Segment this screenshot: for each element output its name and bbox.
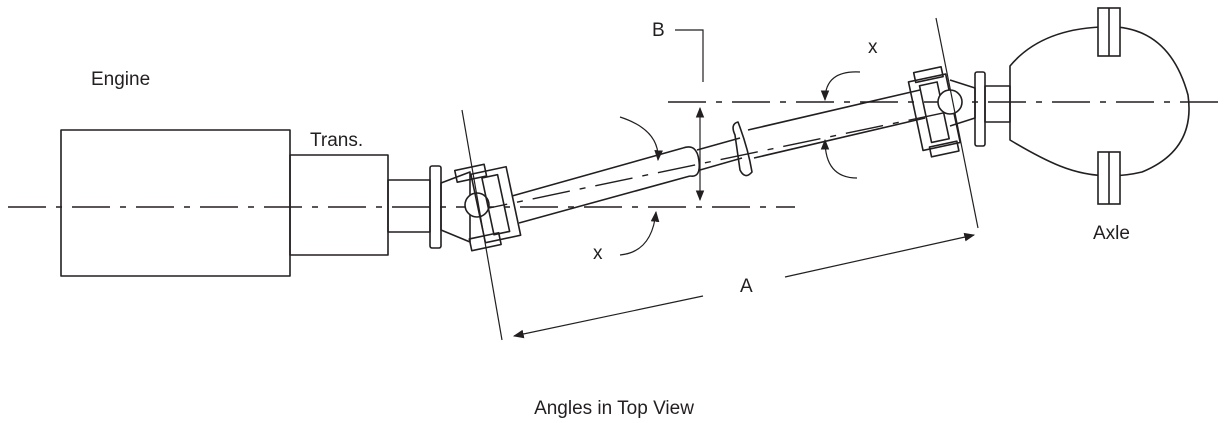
engine-block <box>60 129 291 277</box>
angle-arc-front-lower <box>619 210 660 256</box>
rear-flange <box>974 71 986 147</box>
dim-b-label: B <box>652 20 665 41</box>
caption: Angles in Top View <box>534 398 694 419</box>
angle-x-upper-label: x <box>868 37 878 58</box>
engine-label: Engine <box>91 69 150 90</box>
rear-joint-plane <box>935 17 979 229</box>
dim-b-leader <box>675 29 704 82</box>
dim-a-label: A <box>740 276 753 297</box>
front-joint-plane <box>461 109 503 341</box>
transmission-output <box>387 179 431 233</box>
angle-arc-rear-upper <box>820 71 861 102</box>
trans-label: Trans. <box>310 130 363 151</box>
axle-label: Axle <box>1093 223 1130 244</box>
pinion-housing <box>984 85 1011 123</box>
transmission-housing <box>289 154 389 256</box>
angle-x-lower-label: x <box>593 243 603 264</box>
dim-a-arrow-right <box>784 232 976 278</box>
driveshaft-centerline <box>469 111 949 213</box>
angle-arc-front-upper <box>619 116 663 162</box>
rear-u-joint <box>907 66 976 158</box>
front-flange <box>429 165 442 249</box>
angle-arc-rear-lower <box>820 138 858 179</box>
dim-a-arrow-left <box>512 295 704 339</box>
driveshaft-tube <box>511 89 926 224</box>
axle-housing <box>1009 7 1190 205</box>
front-u-joint <box>440 163 522 252</box>
